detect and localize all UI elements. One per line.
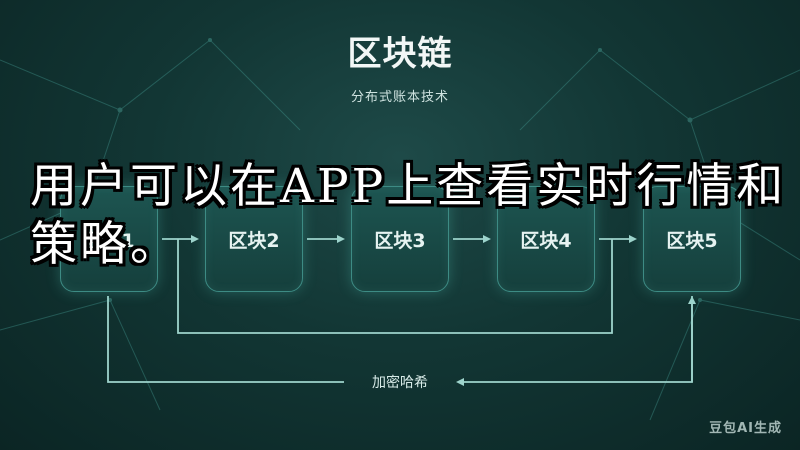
diagram-title: 区块链 bbox=[347, 34, 453, 74]
link-line-upper bbox=[177, 239, 613, 334]
block-3: 区块3 bbox=[351, 186, 449, 292]
block-2: 区块2 bbox=[205, 186, 303, 292]
overlay-caption: 用户可以在APP上查看实时行情和策略。 bbox=[30, 159, 787, 272]
block-5: 区块5 bbox=[643, 186, 741, 292]
link-line-lower-right bbox=[456, 296, 693, 386]
watermark: 豆包AI生成 bbox=[709, 421, 782, 436]
block-4: 区块4 bbox=[497, 186, 595, 292]
block-1: 区块1 bbox=[60, 186, 158, 292]
diagram-subtitle: 分布式账本技术 bbox=[350, 90, 449, 105]
hash-label: 加密哈希 bbox=[372, 375, 428, 391]
link-line-lower-left bbox=[107, 296, 344, 383]
